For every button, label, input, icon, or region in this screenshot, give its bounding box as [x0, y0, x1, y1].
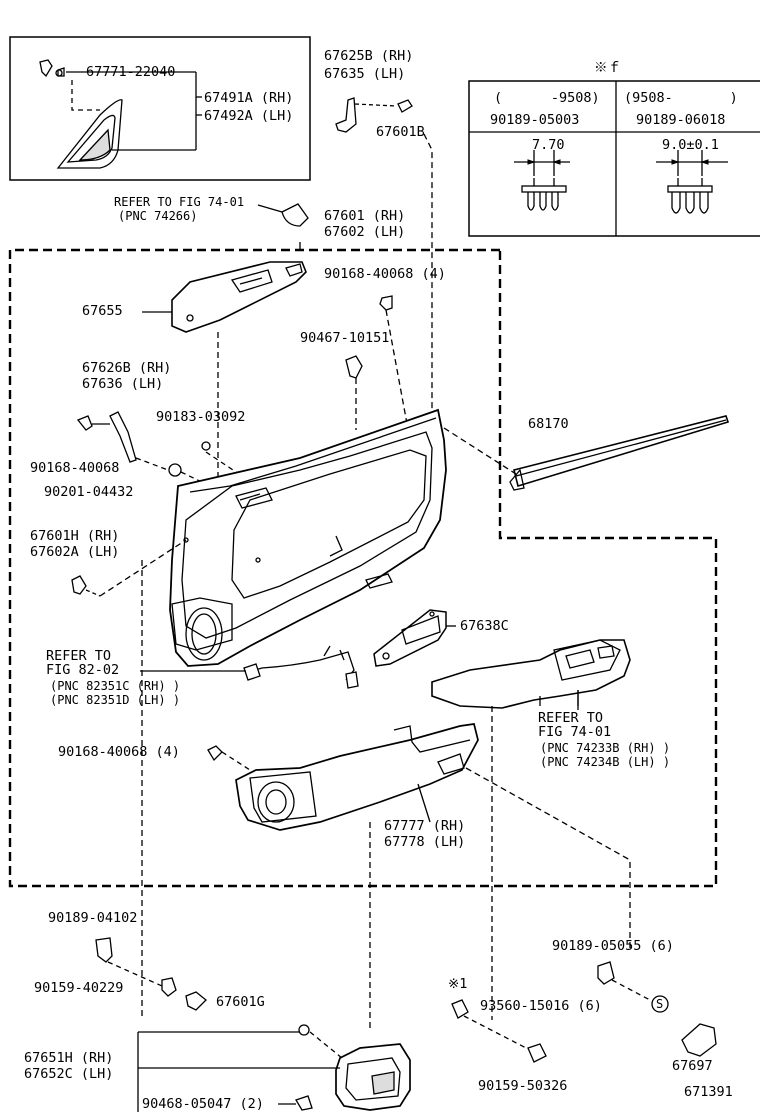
table-col1-dim: 7.70 — [532, 137, 565, 153]
label-pnc-82351d: (PNC 82351D (LH) ) — [50, 693, 181, 707]
spec-table — [468, 80, 760, 237]
table-col2-part: 90189-06018 — [636, 112, 726, 128]
table-col1-part: 90189-05003 — [490, 112, 580, 128]
table-col2-dim: 9.0±0.1 — [662, 137, 719, 153]
label-refer-to-82: REFER TO — [46, 648, 112, 664]
clip-67601g — [185, 991, 207, 1011]
label-90201: 90201-04432 — [44, 484, 134, 500]
label-93560: 93560-15016 (6) — [480, 998, 602, 1014]
armrest-upper-67655 — [171, 261, 307, 333]
clip-ring — [298, 1024, 310, 1036]
clip-67601h — [71, 575, 87, 595]
label-67655: 67655 — [82, 303, 123, 319]
label-90468: 90468-05047 (2) — [142, 1096, 264, 1112]
table-col1-range: ( -9508) — [494, 90, 600, 106]
label-67492a: 67492A (LH) — [204, 108, 294, 124]
label-90189-04102: 90189-04102 — [48, 910, 138, 926]
speed-nut — [651, 995, 669, 1013]
label-67601-rh: 67601 (RH) — [324, 208, 406, 224]
screw-90467 — [345, 355, 363, 379]
label-67601h: 67601H (RH) — [30, 528, 120, 544]
part-74266 — [281, 203, 309, 227]
bracket-67626 — [109, 411, 137, 463]
label-67777: 67777 (RH) — [384, 818, 466, 834]
label-pnc-74234b: (PNC 74234B (LH) ) — [540, 755, 671, 769]
switch-armrest — [431, 639, 631, 709]
screw-90159-40229 — [161, 977, 177, 997]
label-67778: 67778 (LH) — [384, 834, 466, 850]
clip-67771 — [39, 59, 53, 78]
label-fig-82-02: FIG 82-02 — [46, 662, 120, 678]
screw-90168-a — [379, 295, 393, 311]
label-90467: 90467-10151 — [300, 330, 390, 346]
label-90168-b: 90168-40068 — [30, 460, 120, 476]
label-67771: 67771-22040 — [86, 64, 176, 80]
clip-drawing-1 — [514, 150, 570, 211]
label-68170: 68170 — [528, 416, 569, 432]
label-67625b: 67625B (RH) — [324, 48, 414, 64]
label-pnc-82351c: (PNC 82351C (RH) ) — [50, 679, 181, 693]
clip-drawing-2 — [656, 150, 728, 214]
clip-90189-04102 — [95, 937, 113, 963]
label-refer-74-01: REFER TO FIG 74-01 — [114, 195, 245, 209]
label-90183: 90183-03092 — [156, 409, 246, 425]
wiring-harness — [247, 651, 355, 681]
label-67652c: 67652C (LH) — [24, 1066, 114, 1082]
label-67491a: 67491A (RH) — [204, 90, 294, 106]
label-67601g: 67601G — [216, 994, 265, 1010]
label-67626b: 67626B (RH) — [82, 360, 172, 376]
label-refer-to-74: REFER TO — [538, 710, 604, 726]
label-67697: 67697 — [672, 1058, 713, 1074]
label-67635: 67635 (LH) — [324, 66, 406, 82]
label-fig-74-01: FIG 74-01 — [538, 724, 612, 740]
label-67651h: 67651H (RH) — [24, 1050, 114, 1066]
label-67638c: 67638C — [460, 618, 509, 634]
bracket-67625 — [335, 97, 357, 133]
screw-90159-50326 — [527, 1043, 547, 1063]
table-col2-range: (9508- ) — [624, 90, 738, 106]
label-90159-50326: 90159-50326 — [478, 1078, 568, 1094]
nut-90201 — [168, 463, 182, 477]
label-67602-lh: 67602 (LH) — [324, 224, 406, 240]
lower-pocket-67777 — [235, 723, 479, 831]
inset-box — [9, 36, 311, 181]
cover-67697 — [681, 1023, 717, 1057]
label-90168-c: 90168-40068 (4) — [58, 744, 180, 760]
label-67601b: 67601B — [376, 124, 425, 140]
label-67602a: 67602A (LH) — [30, 544, 120, 560]
label-pnc-74266: (PNC 74266) — [118, 209, 198, 223]
label-90189-05055: 90189-05055 (6) — [552, 938, 674, 954]
label-67636: 67636 (LH) — [82, 376, 164, 392]
bezel-67638c — [373, 609, 447, 667]
figure-code: 671391 — [684, 1084, 733, 1100]
label-90168-a: 90168-40068 (4) — [324, 266, 446, 282]
table-title: ※ｆ — [594, 60, 621, 76]
door-trim-panel — [169, 408, 447, 667]
assembly-enclosure — [8, 248, 718, 888]
clip-90189-05055 — [597, 961, 615, 985]
label-pnc-74233b: (PNC 74233B (RH) ) — [540, 741, 671, 755]
label-90159-40229: 90159-40229 — [34, 980, 124, 996]
label-star1: ※1 — [448, 976, 468, 992]
label-s-mark: S — [656, 997, 664, 1011]
clip-90183 — [201, 441, 211, 451]
clip-star1 — [451, 999, 469, 1019]
